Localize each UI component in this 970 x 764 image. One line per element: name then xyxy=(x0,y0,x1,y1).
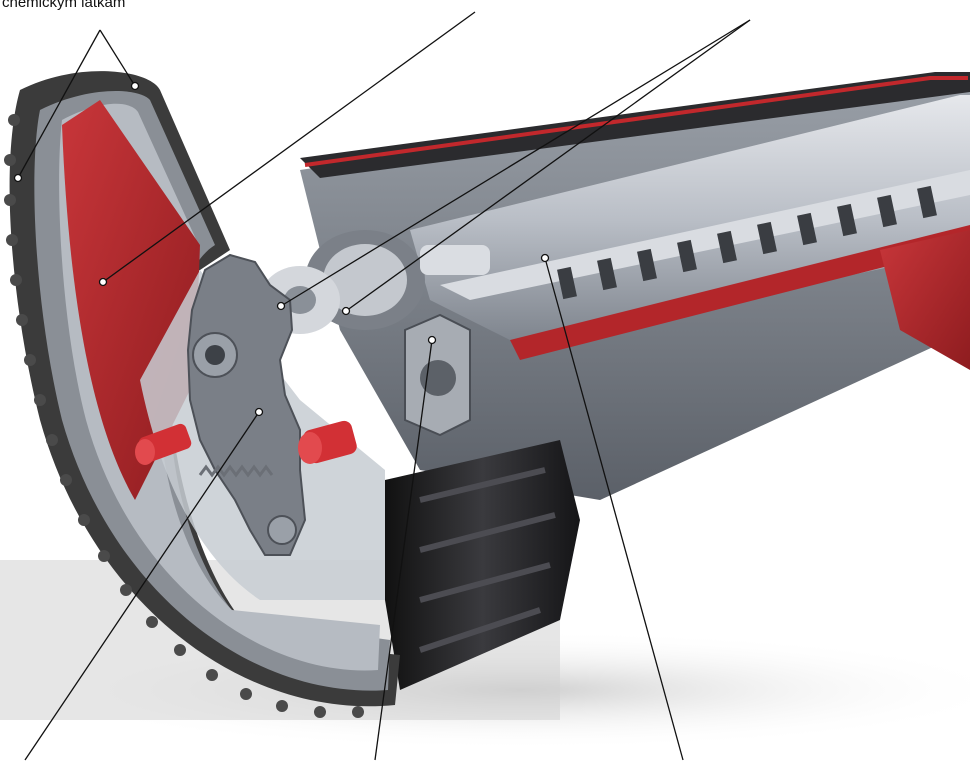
callout-dot-cylinder xyxy=(540,253,550,263)
callout-dot-red-panel xyxy=(98,277,108,287)
leader-line-sprocket xyxy=(24,411,260,761)
clamp-bolt xyxy=(420,360,456,396)
leader-line-hub xyxy=(280,19,751,307)
rear-roller-ribs xyxy=(419,467,556,653)
rear-roller xyxy=(385,440,580,690)
housing-red-trim xyxy=(304,76,968,167)
tire-tread-knobs xyxy=(4,114,364,718)
red-pin-right xyxy=(298,420,357,464)
callout-caption: chemickým látkám xyxy=(2,0,126,11)
bearing-axle xyxy=(284,286,316,314)
callout-dot-bearing xyxy=(341,306,351,316)
callout-dot-bracket xyxy=(427,335,437,345)
callout-dots xyxy=(13,81,550,417)
callout-dot-hub xyxy=(276,301,286,311)
callout-dot-sprocket xyxy=(254,407,264,417)
bearing-ring-inner xyxy=(323,244,407,316)
sprocket-gear xyxy=(186,253,307,556)
red-pin-left xyxy=(135,423,192,465)
leader-line-bracket xyxy=(374,339,433,761)
shaft-collar xyxy=(420,245,490,275)
callout-dot-tire-left xyxy=(13,173,23,183)
red-chassis-right xyxy=(880,230,970,370)
housing-red-lower-trim xyxy=(510,225,970,360)
leader-lines xyxy=(17,11,751,761)
leader-line-cylinder xyxy=(544,257,684,761)
callout-dot-tire-top xyxy=(130,81,140,91)
leader-line-bearing xyxy=(345,19,751,312)
leader-line-caption-a xyxy=(17,29,101,179)
cylinder-teeth xyxy=(557,185,937,300)
cylinder-highlight xyxy=(440,170,970,300)
leader-line-red-panel xyxy=(102,11,476,283)
leader-line-caption-b xyxy=(99,29,136,87)
housing-top-edge xyxy=(300,72,970,178)
tension-spring xyxy=(198,464,274,478)
